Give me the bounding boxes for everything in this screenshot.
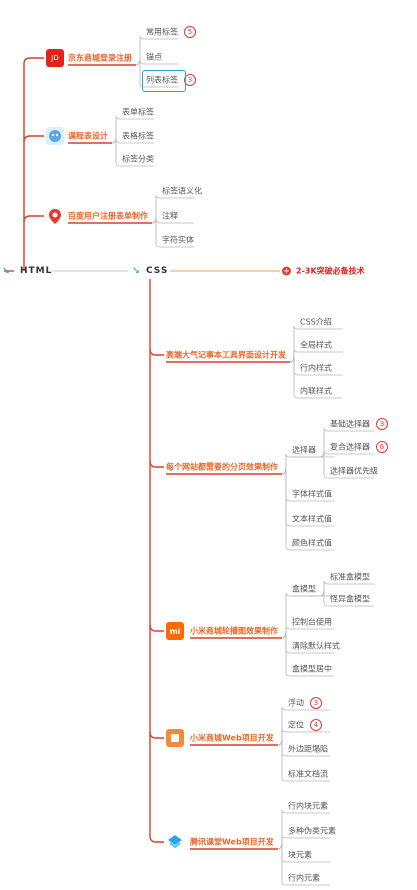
branch-line (149, 279, 164, 843)
leaf-connector (111, 135, 154, 167)
leaf-label[interactable]: 行内样式 (300, 363, 332, 373)
extra-topic-label[interactable]: 2-3K突破必备技术 (296, 266, 365, 276)
leaf-connector (319, 449, 374, 479)
count-badge: 5 (184, 26, 196, 38)
leaf-connector (281, 630, 334, 677)
sub-leaf-label[interactable]: 怪异盒模型 (330, 594, 370, 604)
leaf-label[interactable]: 字体样式值 (292, 489, 332, 499)
leaf-label[interactable]: 行内块元素 (288, 801, 328, 811)
count-badge: 4 (310, 719, 322, 731)
map-pin-icon (46, 207, 64, 225)
leaf-label[interactable]: 颜色样式值 (292, 538, 332, 548)
branch-line (23, 215, 44, 223)
count-badge: 3 (184, 74, 196, 86)
leaf-label[interactable]: 定位 (288, 720, 304, 730)
topic-label[interactable]: 腾讯课堂Web项目开发 (190, 837, 274, 847)
mi-app-icon (166, 729, 184, 747)
leaf-label[interactable]: 列表标签 (146, 75, 178, 85)
leaf-label[interactable]: 注释 (162, 211, 178, 221)
svg-text:JD: JD (50, 54, 58, 62)
leaf-connector (319, 588, 374, 607)
leaf-label[interactable]: 表格标签 (122, 131, 154, 141)
branch-line (149, 624, 164, 632)
leaf-label[interactable]: 表单标签 (122, 107, 154, 117)
leaf-label[interactable]: 字符实体 (162, 235, 194, 245)
leaf-label[interactable]: 标准文档流 (288, 769, 328, 779)
topic-label[interactable]: 高端大气记事本工具界面设计开发 (166, 350, 286, 360)
topic-label[interactable]: 小米商城轮播图效果制作 (190, 626, 278, 636)
leaf-label[interactable]: 清除默认样式 (292, 641, 340, 651)
mascot-icon (46, 127, 64, 145)
leaf-connector (277, 841, 330, 886)
leaf-connector (151, 215, 194, 248)
leaf-label[interactable]: 选择器 (292, 445, 316, 455)
sub-leaf-label[interactable]: 标准盒模型 (330, 572, 370, 582)
topic-label[interactable]: 课程表设计 (68, 131, 108, 141)
leaf-label[interactable]: 盒模型 (292, 584, 316, 594)
sub-leaf-label[interactable]: 基础选择器 (330, 419, 370, 429)
mi-logo-icon: mi (166, 622, 184, 640)
leaf-connector (289, 354, 342, 399)
topic-label[interactable]: 每个网站都需要的分页效果制作 (166, 462, 278, 472)
leaf-connector (289, 348, 342, 363)
topic-label[interactable]: 小米商城Web项目开发 (190, 733, 274, 743)
leaf-label[interactable]: 文本样式值 (292, 514, 332, 524)
leaf-connector (277, 706, 330, 746)
add-icon[interactable]: + (282, 266, 291, 276)
topic-label[interactable]: 百度用户注册表单制作 (68, 211, 148, 221)
leaf-label[interactable]: 多种伪类元素 (288, 826, 336, 836)
branch-line (23, 135, 44, 143)
leaf-label[interactable]: 全局样式 (300, 340, 332, 350)
tencent-class-icon (166, 833, 184, 851)
expand-arrow-icon[interactable]: ➘ (132, 265, 141, 277)
leaf-label[interactable]: 块元素 (288, 850, 312, 860)
leaf-label[interactable]: 标签分类 (122, 154, 154, 164)
count-badge: 6 (376, 441, 388, 453)
leaf-label[interactable]: 外边距塌陷 (288, 744, 328, 754)
branch-line (149, 348, 164, 356)
sub-leaf-label[interactable]: 选择器优先级 (330, 466, 378, 476)
leaf-label[interactable]: 行内元素 (288, 873, 320, 883)
expand-arrow-icon[interactable]: ➘ (2, 265, 11, 277)
jd-logo-icon: JD (46, 49, 64, 67)
selected-node-frame[interactable] (142, 70, 186, 92)
root-node-css[interactable]: CSS (146, 266, 169, 276)
sub-leaf-label[interactable]: 复合选择器 (330, 442, 370, 452)
leaf-label[interactable]: CSS介绍 (300, 317, 332, 327)
branch-line (149, 460, 164, 468)
root-node-html[interactable]: HTML (20, 266, 53, 276)
leaf-label[interactable]: 控制台使用 (292, 617, 332, 627)
leaf-connector (281, 466, 334, 551)
leaf-label[interactable]: 内联样式 (300, 386, 332, 396)
branch-line (23, 57, 44, 271)
leaf-connector (281, 625, 334, 639)
leaf-label[interactable]: 盒模型居中 (292, 664, 332, 674)
leaf-connector (277, 737, 330, 782)
svg-text:mi: mi (169, 627, 180, 636)
topic-label[interactable]: 京东商城登录注册 (68, 53, 132, 63)
leaf-label[interactable]: 常用标签 (146, 27, 178, 37)
leaf-connector (281, 592, 334, 639)
leaf-connector (277, 834, 330, 850)
branch-line (149, 731, 164, 739)
leaf-label[interactable]: 浮动 (288, 698, 304, 708)
count-badge: 3 (310, 697, 322, 709)
count-badge: 3 (376, 418, 388, 430)
leaf-label[interactable]: 标签语义化 (162, 186, 202, 196)
leaf-label[interactable]: 锚点 (146, 52, 162, 62)
